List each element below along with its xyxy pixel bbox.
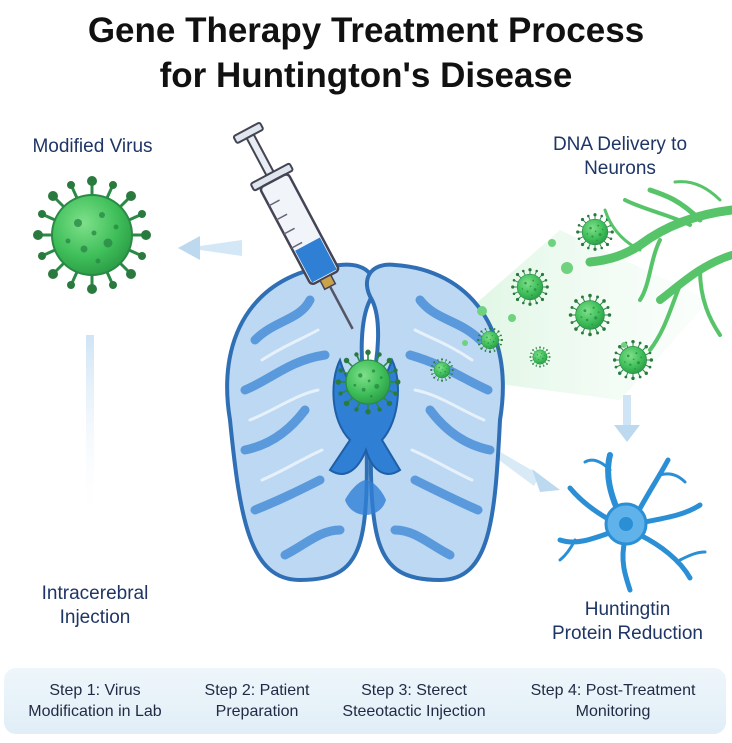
syringe-icon bbox=[232, 122, 354, 330]
step-4: Step 4: Post-Treatment Monitoring bbox=[510, 680, 716, 722]
step-2-line-2: Preparation bbox=[215, 703, 299, 720]
dna-delivery-line-2: Neurons bbox=[584, 158, 656, 179]
label-dna-delivery: DNA Delivery to Neurons bbox=[520, 133, 720, 181]
label-intracerebral-injection: Intracerebral Injection bbox=[10, 582, 180, 630]
virus-icon bbox=[476, 326, 504, 354]
dna-delivery-line-1: DNA Delivery to bbox=[552, 134, 688, 155]
dendrite-icon bbox=[585, 180, 732, 352]
protein-line-1: Huntingtin bbox=[584, 599, 671, 620]
step-2-line-1: Step 2: Patient bbox=[204, 682, 310, 699]
neuron-icon bbox=[557, 452, 707, 593]
step-1-line-2: Modification in Lab bbox=[28, 703, 162, 720]
virus-icon bbox=[510, 267, 550, 307]
step-1-line-1: Step 1: Virus bbox=[49, 682, 141, 699]
virus-icon bbox=[529, 346, 551, 368]
label-modified-virus: Modified Virus bbox=[10, 135, 175, 159]
title-line-2: for Huntington's Disease bbox=[159, 56, 573, 95]
step-3: Step 3: Sterect Steeotactic Injection bbox=[324, 680, 504, 722]
brain-icon bbox=[225, 262, 505, 583]
virus-icon bbox=[612, 339, 654, 381]
steps-bar: Step 1: Virus Modification in Lab Step 2… bbox=[4, 668, 726, 734]
step-4-line-2: Monitoring bbox=[575, 703, 651, 720]
intracerebral-line-2: Injection bbox=[59, 607, 131, 628]
particles bbox=[462, 239, 627, 348]
virus-icon bbox=[31, 174, 153, 296]
step-3-line-1: Step 3: Sterect bbox=[361, 682, 467, 699]
virus-icon bbox=[429, 357, 455, 383]
step-3-line-2: Steeotactic Injection bbox=[342, 703, 486, 720]
step-2: Step 2: Patient Preparation bbox=[182, 680, 332, 722]
protein-line-2: Protein Reduction bbox=[551, 623, 704, 644]
intracerebral-line-1: Intracerebral bbox=[41, 583, 149, 604]
label-protein-reduction: Huntingtin Protein Reduction bbox=[525, 598, 730, 646]
title-line-1: Gene Therapy Treatment Process bbox=[87, 11, 645, 50]
modified-virus-text: Modified Virus bbox=[32, 136, 153, 157]
step-1: Step 1: Virus Modification in Lab bbox=[10, 680, 180, 722]
virus-icon bbox=[568, 293, 612, 337]
page-title: Gene Therapy Treatment Process for Hunti… bbox=[0, 8, 732, 98]
virus-icon bbox=[334, 348, 402, 416]
step-4-line-1: Step 4: Post-Treatment bbox=[530, 682, 696, 699]
